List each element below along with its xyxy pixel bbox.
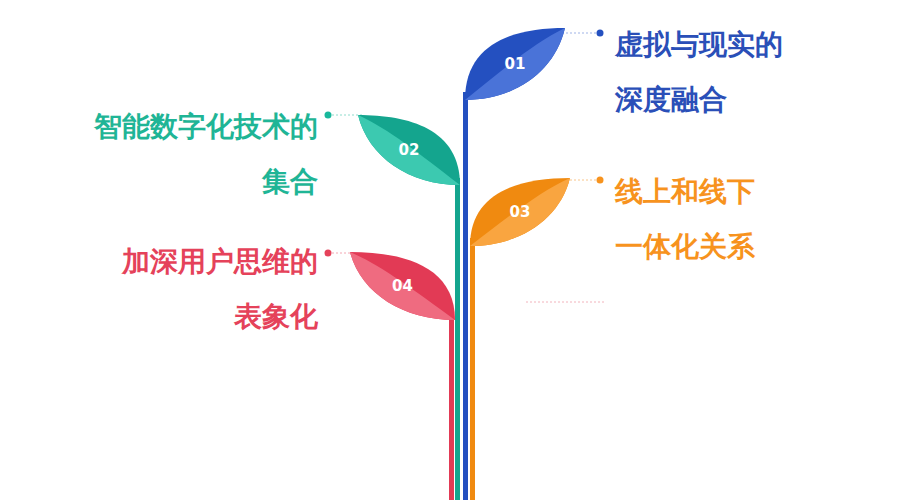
leaf-node: 03线上和线下一体化关系 — [470, 178, 570, 246]
leaf-node: 01虚拟与现实的深度融合 — [465, 28, 565, 100]
leader-line — [570, 180, 596, 181]
stem — [449, 315, 454, 500]
leader-line — [566, 33, 596, 34]
leaf-fill — [470, 178, 570, 246]
leader-dot — [597, 177, 604, 184]
leaf-node: 02智能数字化技术的集合 — [358, 115, 460, 185]
leaf-fill — [350, 252, 455, 320]
leaf-fill — [358, 115, 460, 185]
leaf-fill — [465, 28, 565, 100]
step-number: 02 — [399, 141, 420, 159]
stem — [470, 238, 475, 500]
step-heading: 线上和线下一体化关系 — [615, 164, 771, 274]
leaf-node: 04加深用户思维的表象化 — [350, 252, 455, 320]
leaf-fill — [465, 28, 565, 100]
step-number: 04 — [392, 277, 413, 295]
stem — [463, 92, 468, 500]
step-heading: 虚拟与现实的深度融合 — [615, 17, 799, 127]
step-number: 01 — [505, 55, 526, 73]
decor-line — [526, 302, 605, 303]
leader-dot — [597, 30, 604, 37]
stem — [455, 178, 460, 500]
step-heading: 加深用户思维的表象化 — [108, 234, 318, 344]
step-number: 03 — [510, 203, 531, 221]
leader-line — [332, 253, 352, 254]
leaf-fill — [358, 115, 460, 185]
leaf-fill — [470, 178, 570, 246]
leader-dot — [325, 112, 332, 119]
leader-dot — [325, 250, 332, 257]
leaf-fill — [350, 252, 455, 320]
leader-line — [332, 115, 362, 116]
step-heading: 智能数字化技术的集合 — [78, 99, 318, 209]
